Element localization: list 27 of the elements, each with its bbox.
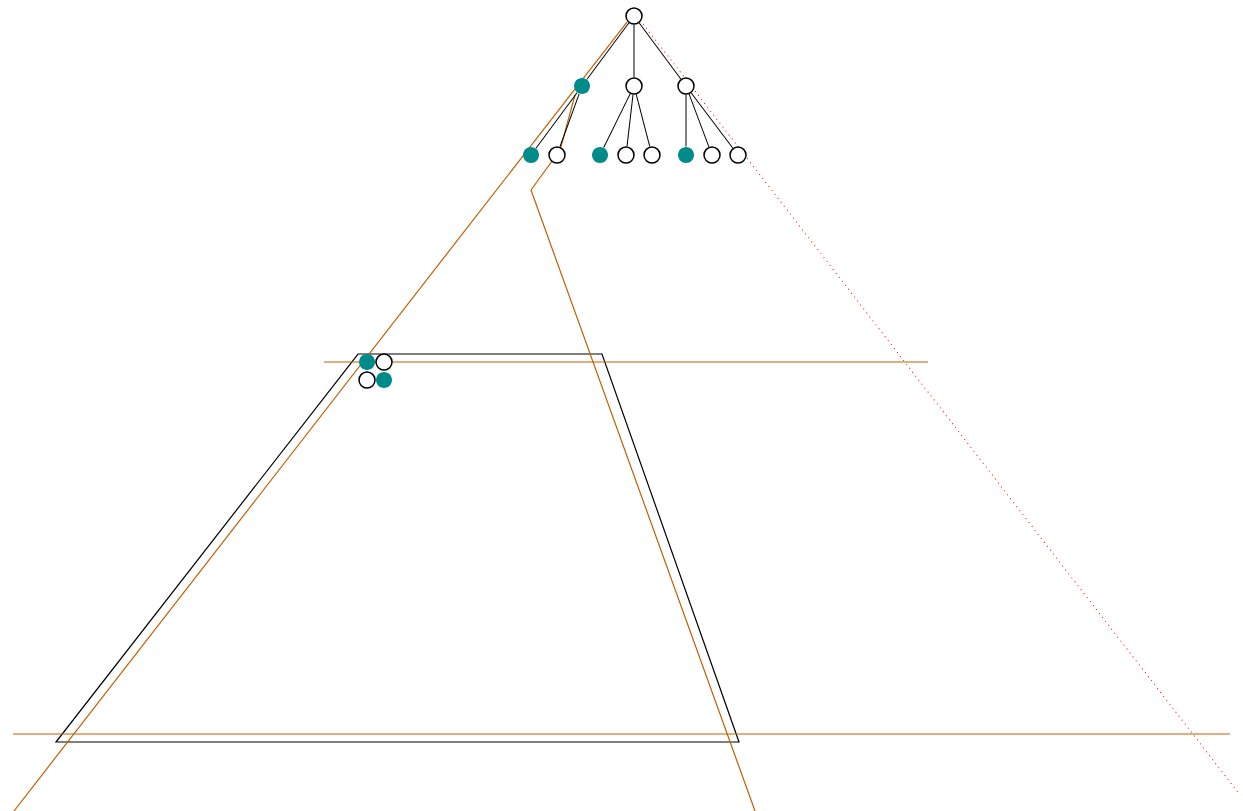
connector-line bbox=[638, 22, 682, 80]
connector-line bbox=[559, 93, 580, 148]
connector-line bbox=[685, 94, 687, 148]
circle-node bbox=[617, 146, 635, 164]
connector-line bbox=[586, 22, 630, 80]
filled-dot bbox=[359, 354, 375, 370]
circle-node bbox=[703, 146, 721, 164]
circle-node bbox=[729, 146, 747, 164]
circle-node bbox=[643, 146, 661, 164]
filled-dot bbox=[376, 372, 392, 388]
circle-node bbox=[677, 77, 695, 95]
filled-dot bbox=[678, 147, 694, 163]
connector-line bbox=[690, 92, 734, 149]
filled-dot bbox=[574, 78, 590, 94]
circle-node bbox=[375, 353, 393, 371]
connector-line bbox=[535, 92, 578, 149]
circle-node bbox=[548, 146, 566, 164]
circle-node bbox=[358, 371, 376, 389]
connector-line bbox=[688, 93, 710, 148]
filled-dot bbox=[592, 147, 608, 163]
circle-node bbox=[625, 77, 643, 95]
connector-line bbox=[633, 24, 635, 78]
connector-line bbox=[626, 94, 634, 147]
circle-node bbox=[625, 7, 643, 25]
filled-dot bbox=[523, 147, 539, 163]
connector-line bbox=[603, 93, 631, 148]
connector-line bbox=[635, 94, 651, 148]
